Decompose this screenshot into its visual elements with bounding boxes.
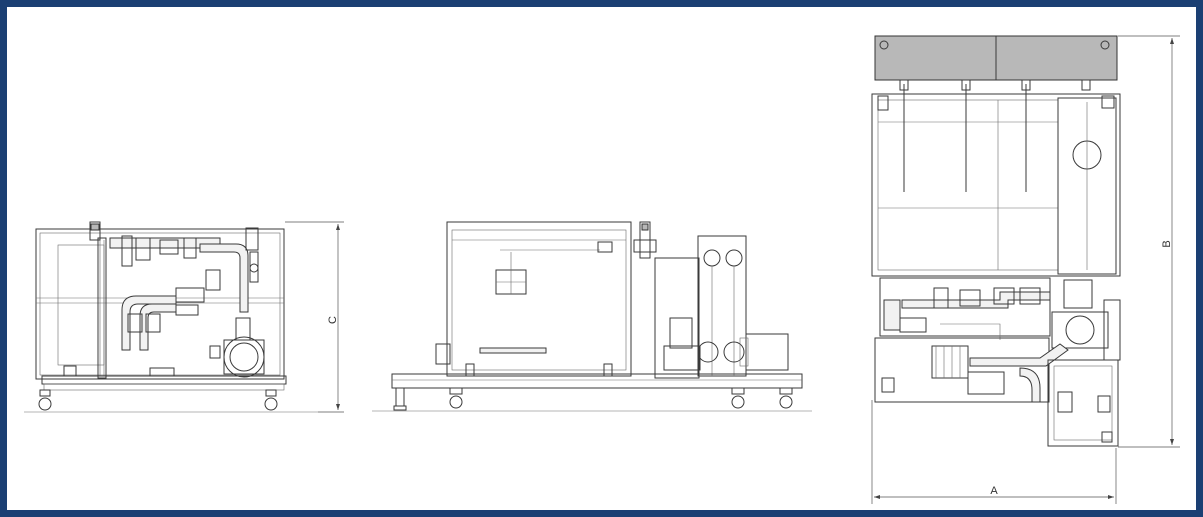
caster bbox=[779, 387, 793, 409]
dimension-a-label: A bbox=[990, 485, 998, 497]
caster bbox=[731, 387, 745, 409]
caster bbox=[449, 387, 463, 409]
front-view: C bbox=[24, 221, 344, 413]
side-view bbox=[372, 221, 812, 412]
top-view: B A bbox=[871, 35, 1180, 504]
caster bbox=[264, 389, 278, 411]
dimension-b-label: B bbox=[1161, 240, 1173, 247]
caster bbox=[38, 389, 52, 411]
dimension-c-label: C bbox=[327, 316, 339, 324]
